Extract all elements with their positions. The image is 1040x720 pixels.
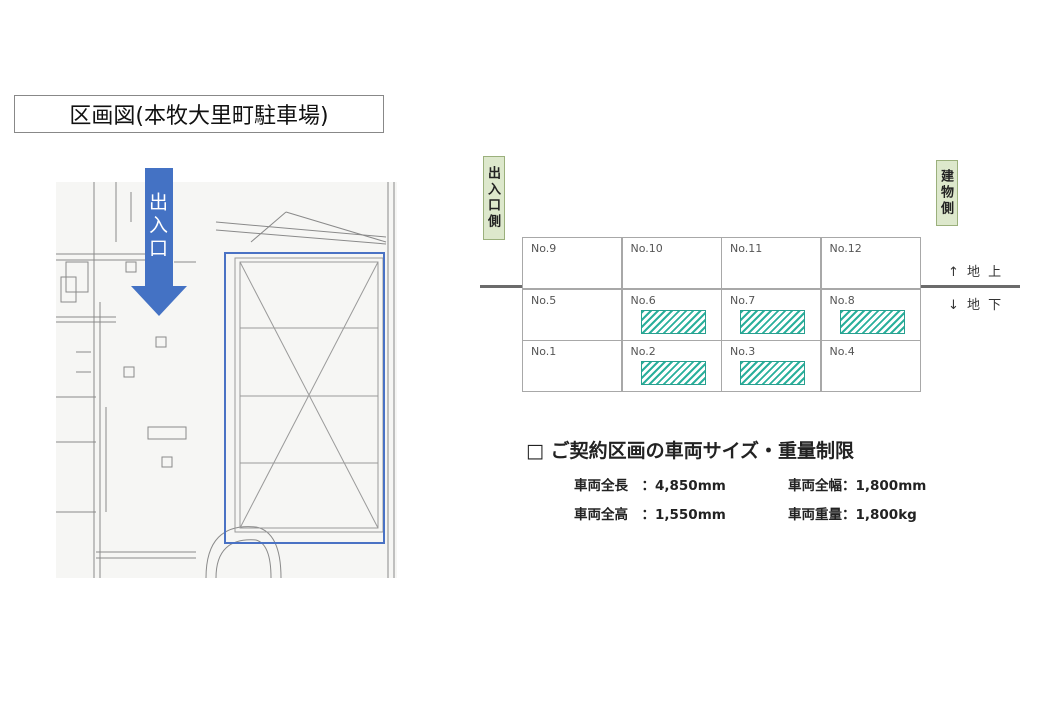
parking-space: No.11 [721,237,821,289]
contracted-space-marker [839,309,905,334]
floor-plan-sketch [56,182,397,578]
parking-space: No.8 [820,288,921,341]
parking-space-label: No.3 [730,345,756,358]
entrance-arrow-label: 出入口 [146,192,168,261]
contract-area-outline [224,252,385,544]
parking-space: No.10 [621,237,722,289]
entrance-arrow-icon [131,168,187,316]
parking-space-label: No.2 [630,345,656,358]
parking-space: No.4 [820,340,921,392]
above-ground-label: ↑ 地 上 [948,265,1004,280]
contracted-space-marker [740,361,805,385]
vehicle-height-spec: 車両全高 ：1,550mm [574,507,726,523]
parking-space-label: No.9 [531,242,557,255]
parking-space: No.7 [721,288,821,341]
contracted-space-marker [640,361,706,385]
parking-space-label: No.1 [531,345,557,358]
parking-space: No.9 [522,237,622,289]
vehicle-width-spec: 車両全幅：1,800mm [788,478,927,494]
parking-space-label: No.4 [829,345,855,358]
vehicle-limits-title: □ ご契約区画の車両サイズ・重量制限 [526,440,854,462]
contracted-space-marker [740,309,805,334]
parking-space: No.2 [621,340,722,392]
parking-space: No.1 [522,340,622,392]
parking-space: No.6 [621,288,722,341]
parking-space: No.12 [820,237,921,289]
parking-space-label: No.6 [630,293,656,307]
entrance-side-label: 出入口側 [483,156,505,240]
building-side-label: 建物側 [936,160,958,226]
parking-space-label: No.10 [630,242,663,255]
contracted-space-marker [640,309,706,334]
parking-space-label: No.12 [829,242,862,255]
parking-space-label: No.11 [730,242,763,255]
parking-space: No.5 [522,288,622,341]
parking-space-label: No.5 [531,293,557,307]
page-title: 区画図(本牧大里町駐車場) [14,95,384,133]
vehicle-weight-spec: 車両重量：1,800kg [788,507,917,523]
parking-space-label: No.8 [829,293,855,307]
vehicle-length-spec: 車両全長 ：4,850mm [574,478,726,494]
parking-space: No.3 [721,340,821,392]
parking-space-label: No.7 [730,293,756,307]
below-ground-label: ↓ 地 下 [948,298,1004,313]
